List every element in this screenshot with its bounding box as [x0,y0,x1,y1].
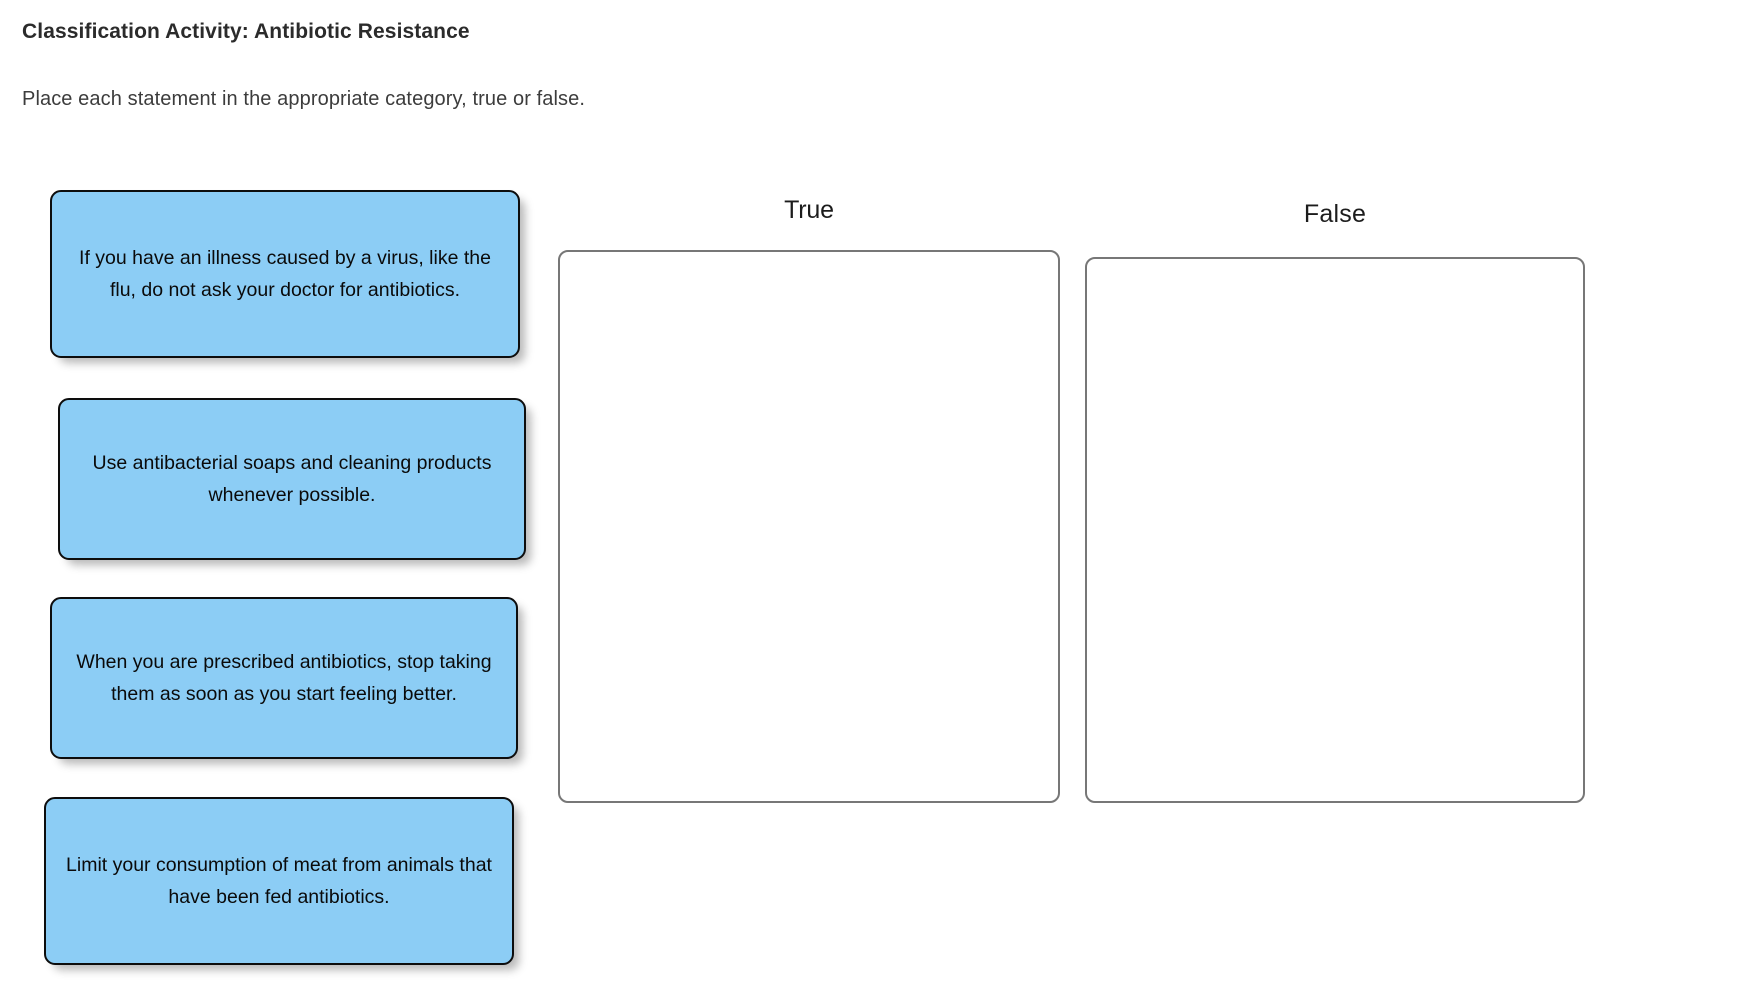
dropzone-false[interactable] [1085,257,1585,803]
statement-card-2[interactable]: Use antibacterial soaps and cleaning pro… [58,398,526,560]
statement-card-label: Limit your consumption of meat from anim… [66,854,492,908]
dropzone-label-false: False [1303,200,1367,228]
statement-card-label: Use antibacterial soaps and cleaning pro… [92,452,492,506]
dropzone-true[interactable] [558,250,1060,803]
statement-card-4[interactable]: Limit your consumption of meat from anim… [44,797,514,965]
statement-card-1[interactable]: If you have an illness caused by a virus… [50,190,520,358]
statement-card-3[interactable]: When you are prescribed antibiotics, sto… [50,597,518,759]
statement-card-label: If you have an illness caused by a virus… [79,247,491,301]
page-title: Classification Activity: Antibiotic Resi… [22,20,470,43]
statement-card-bank: If you have an illness caused by a virus… [0,0,560,1002]
dropzone-label-true: True [784,196,834,224]
instructions-text: Place each statement in the appropriate … [22,88,586,110]
statement-card-label: When you are prescribed antibiotics, sto… [76,651,492,705]
